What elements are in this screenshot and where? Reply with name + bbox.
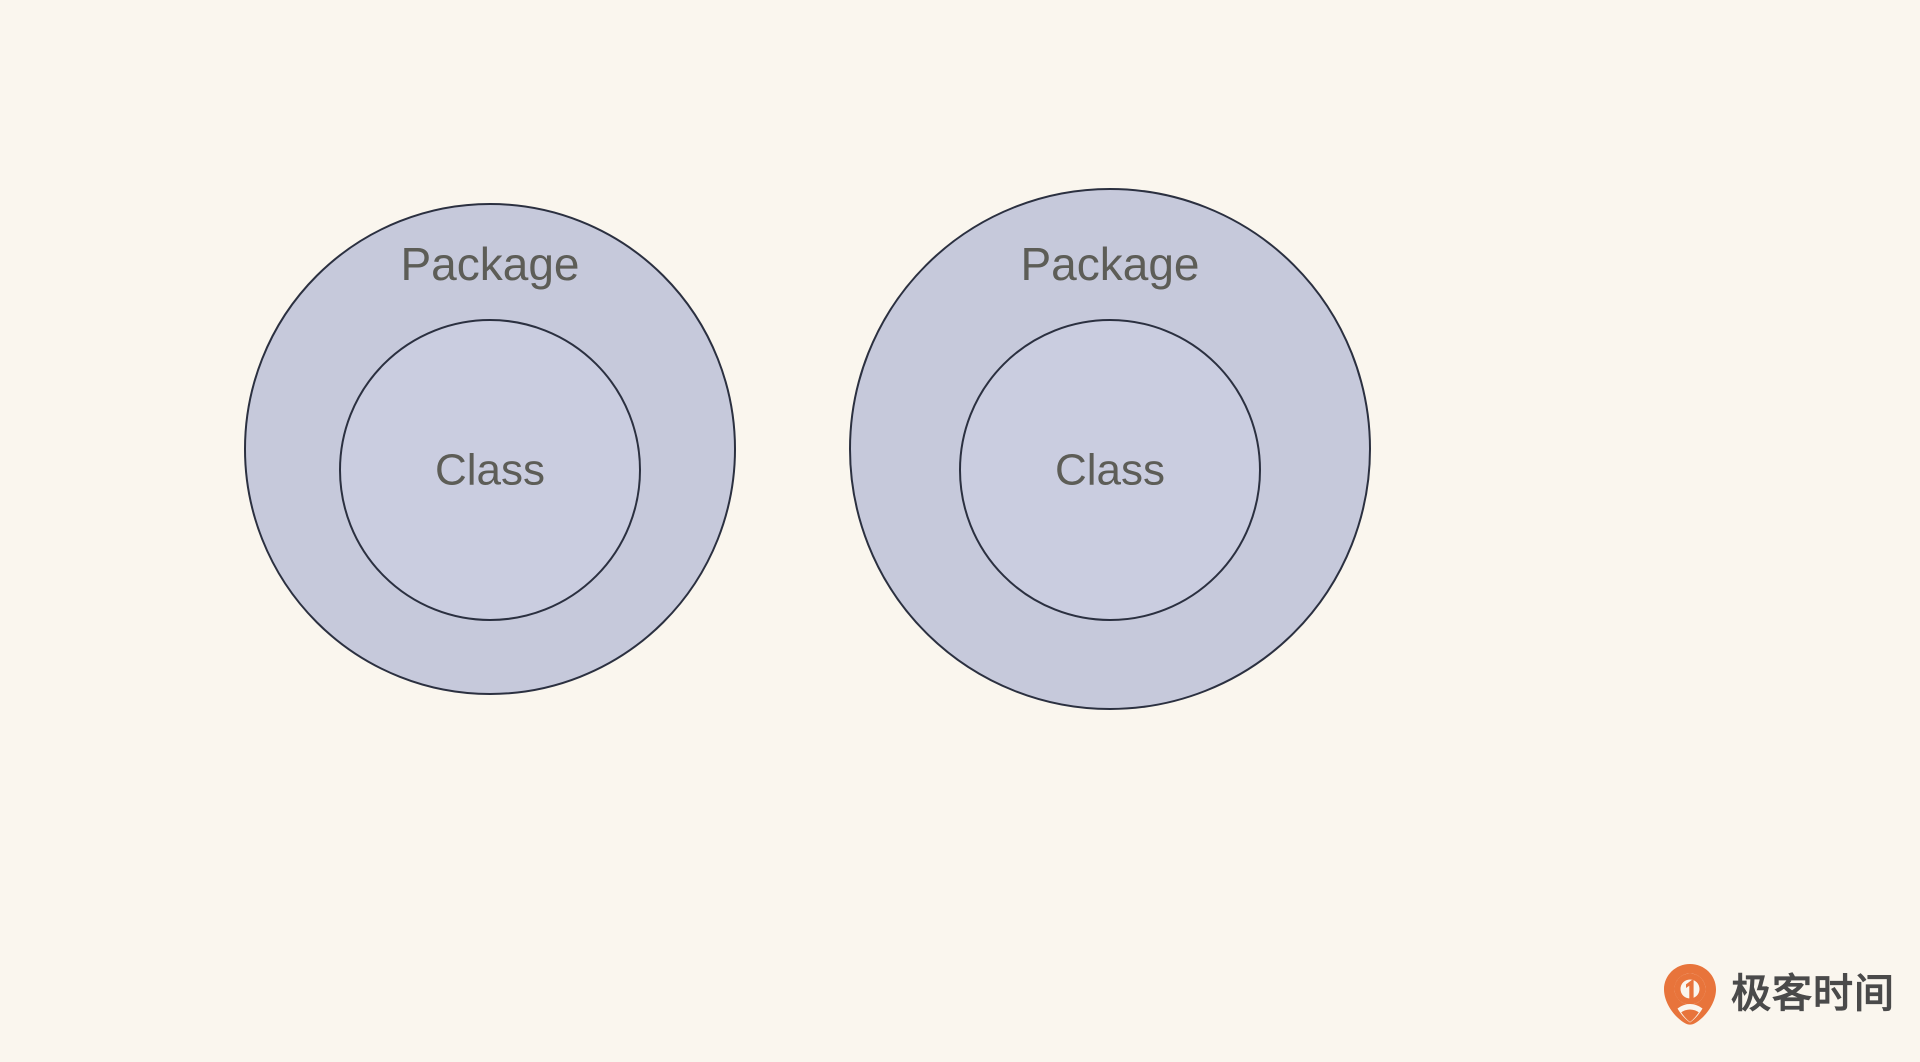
geektime-pin-icon xyxy=(1664,964,1716,1025)
package-label-left: Package xyxy=(400,238,579,290)
diagram-group-left: Package Class xyxy=(244,203,736,695)
class-label-left: Class xyxy=(435,446,545,495)
brand-logo: 极客时间 xyxy=(1663,963,1895,1025)
diagram-group-right: Package Class xyxy=(849,188,1371,710)
class-circle-right xyxy=(959,319,1261,621)
class-label-right: Class xyxy=(1055,446,1165,495)
package-label-right: Package xyxy=(1020,238,1199,290)
class-circle-left xyxy=(339,319,641,621)
brand-wordmark: 极客时间 xyxy=(1731,971,1895,1017)
